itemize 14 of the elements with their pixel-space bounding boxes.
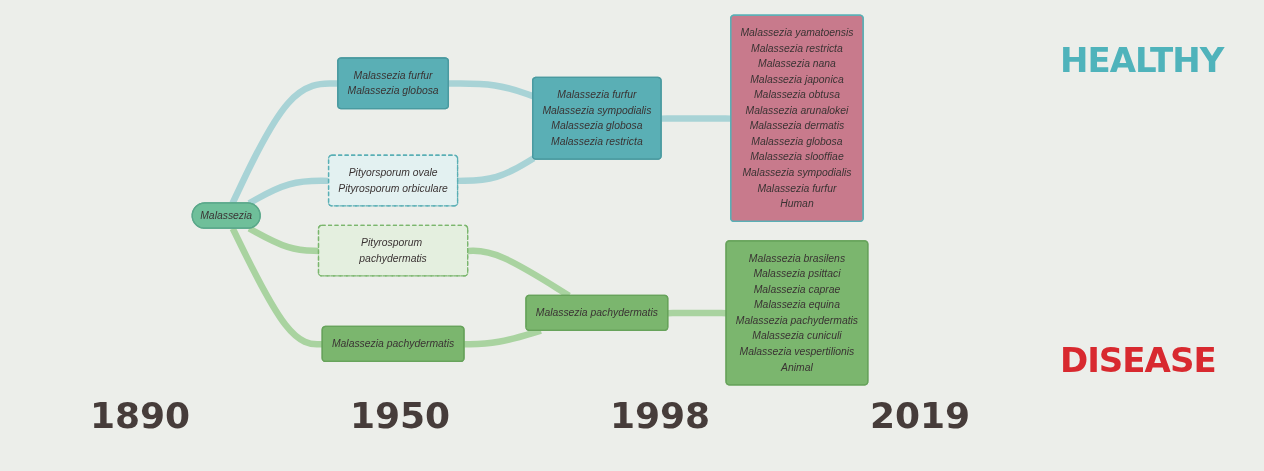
- connector: [661, 115, 732, 122]
- connector: [229, 227, 323, 348]
- connector: [668, 309, 727, 317]
- year-label: 1950: [349, 395, 451, 436]
- category-heading: DISEASE: [1060, 340, 1217, 380]
- year-label: 1890: [89, 395, 191, 436]
- connector: [247, 177, 329, 207]
- connector: [448, 80, 535, 100]
- connector: [229, 80, 339, 205]
- category-heading: HEALTHY: [1060, 40, 1226, 80]
- connector: [247, 225, 319, 255]
- year-label: 1998: [609, 395, 711, 436]
- connector: [457, 155, 536, 185]
- year-label: 2019: [869, 395, 971, 436]
